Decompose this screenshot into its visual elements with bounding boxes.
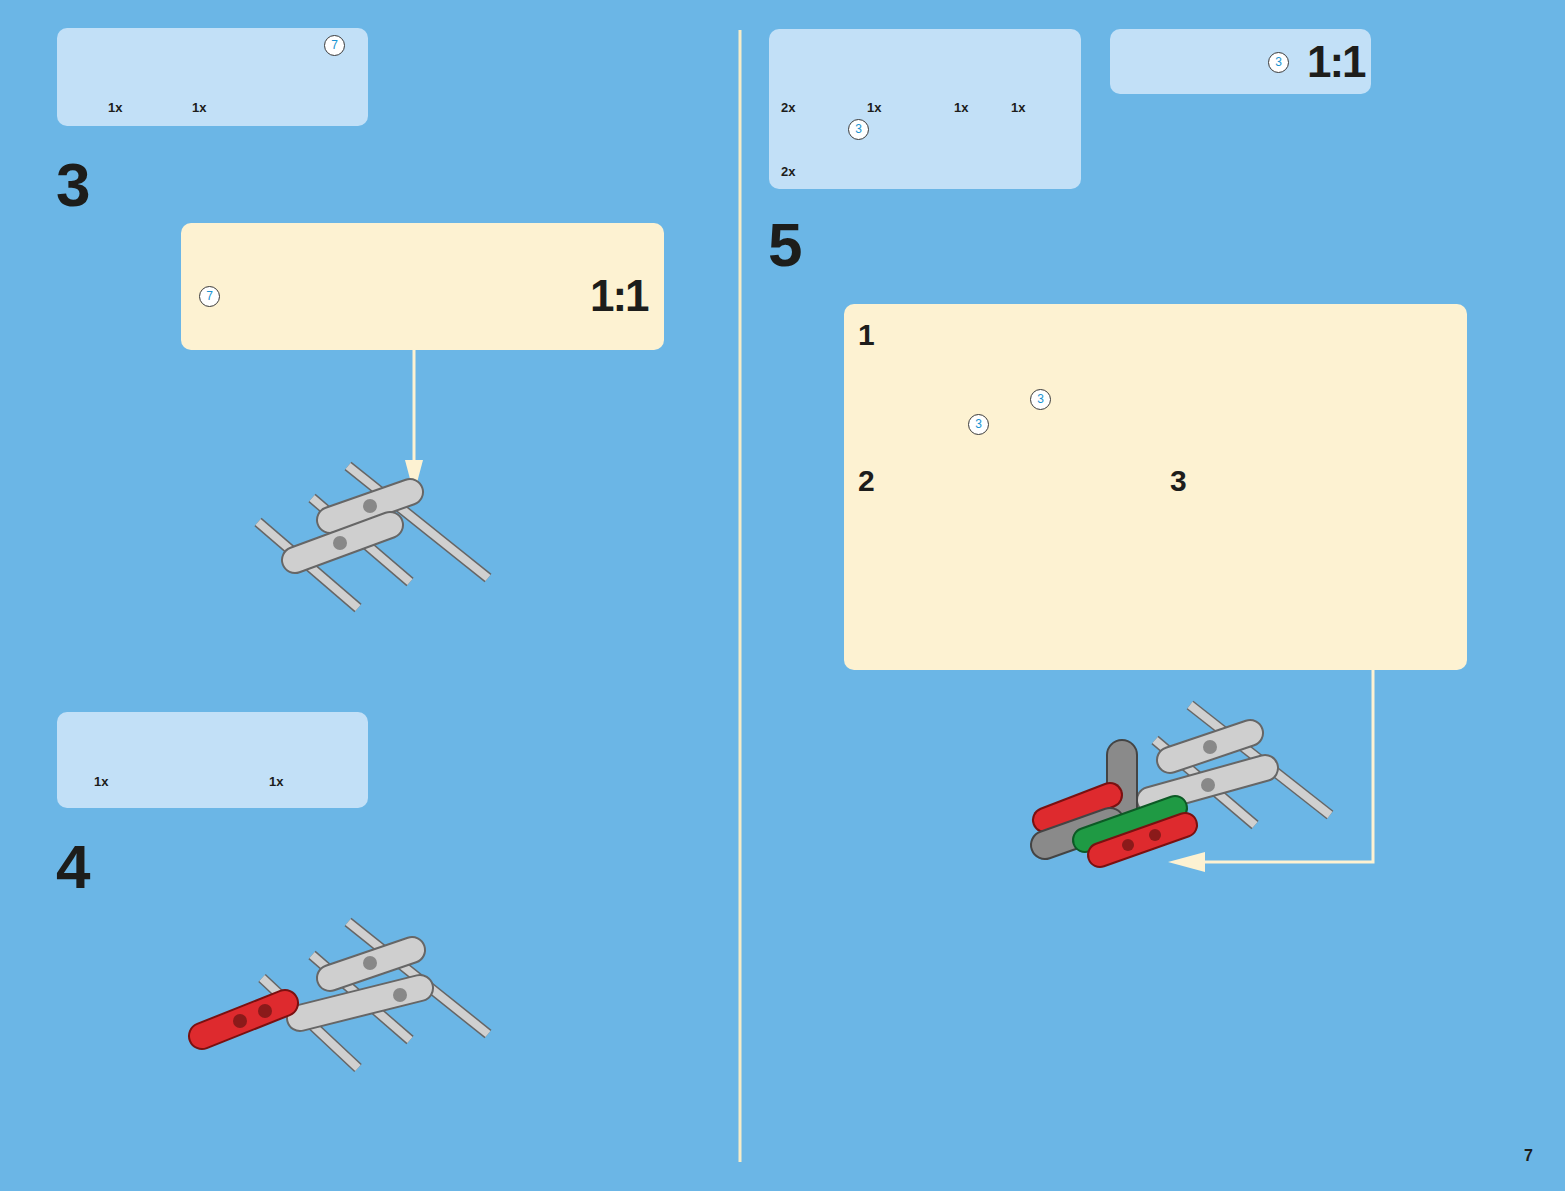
- page-number: 7: [1524, 1148, 1533, 1164]
- quantity-label: 1x: [192, 101, 206, 114]
- scale-label: 1:1: [1307, 40, 1365, 84]
- assembly-step-5-part: [1100, 825, 1185, 855]
- assembly-step-3-part: [295, 525, 390, 560]
- step-number: 5: [768, 214, 802, 276]
- callout-number: 3: [848, 119, 869, 140]
- assembly-step-4-part: [258, 1004, 272, 1018]
- assembly-step-5: [1045, 705, 1330, 855]
- quantity-label: 2x: [781, 101, 795, 114]
- assembly-step-5-part: [1150, 768, 1265, 800]
- assembly-step-3: [258, 466, 488, 608]
- assembly-step-4-part: [300, 988, 420, 1018]
- page-divider-part: [739, 30, 742, 1162]
- assembly-step-5-part: [1122, 839, 1134, 851]
- substep-panel: 1 3 3 2 3: [844, 304, 1467, 670]
- scale-label: 1:1: [590, 274, 648, 318]
- scale-box: 3 1:1: [1110, 29, 1371, 94]
- assembly-step-4-part: [330, 950, 412, 978]
- step-number: 4: [56, 836, 90, 898]
- assembly-step-4-part: [202, 1003, 285, 1036]
- callout-number: 7: [324, 35, 345, 56]
- assembly-step-3-part: [295, 525, 390, 560]
- illustration-part: [258, 466, 488, 608]
- leader-arrow: [405, 350, 423, 494]
- assembly-step-5-part: [1149, 829, 1161, 841]
- callout-number: 3: [1268, 52, 1289, 73]
- parts-list-box: 1x 1x: [57, 712, 368, 808]
- step-number: 3: [56, 154, 90, 216]
- callout-number: 3: [968, 414, 989, 435]
- substep-number: 3: [1170, 466, 1187, 496]
- assembly-step-3-part: [363, 499, 377, 513]
- assembly-step-5-part: [1170, 733, 1250, 760]
- quantity-label: 1x: [108, 101, 122, 114]
- assembly-step-4-part: [363, 956, 377, 970]
- assembly-step-4: [202, 922, 488, 1068]
- substep-number: 1: [858, 320, 875, 350]
- quantity-label: 1x: [94, 775, 108, 788]
- quantity-label: 1x: [954, 101, 968, 114]
- page-divider: [740, 30, 741, 1162]
- quantity-label: 1x: [1011, 101, 1025, 114]
- leader-arrow-part: [1168, 852, 1205, 872]
- assembly-step-4-part: [330, 950, 412, 978]
- assembly-step-5-part: [1170, 733, 1250, 760]
- parts-list-box: 1x 1x 7: [57, 28, 368, 126]
- callout-number: 7: [199, 286, 220, 307]
- assembly-step-5-part: [1201, 778, 1215, 792]
- assembly-step-5-part: [1150, 768, 1265, 800]
- assembly-step-5-part: [1203, 740, 1217, 754]
- parts-list-box: 2x 1x 1x 1x 2x 3: [769, 29, 1081, 189]
- substep-number: 2: [858, 466, 875, 496]
- assembly-step-4-part: [202, 1003, 285, 1036]
- leader-arrow-part: [413, 350, 416, 472]
- assembly-step-4-part: [300, 988, 420, 1018]
- assembly-step-4-part: [393, 988, 407, 1002]
- scale-box: 7 1:1: [181, 223, 664, 350]
- quantity-label: 2x: [781, 165, 795, 178]
- assembly-step-3-part: [333, 536, 347, 550]
- assembly-step-5-part: [1100, 825, 1185, 855]
- callout-number: 3: [1030, 389, 1051, 410]
- assembly-step-4-part: [233, 1014, 247, 1028]
- quantity-label: 1x: [269, 775, 283, 788]
- quantity-label: 1x: [867, 101, 881, 114]
